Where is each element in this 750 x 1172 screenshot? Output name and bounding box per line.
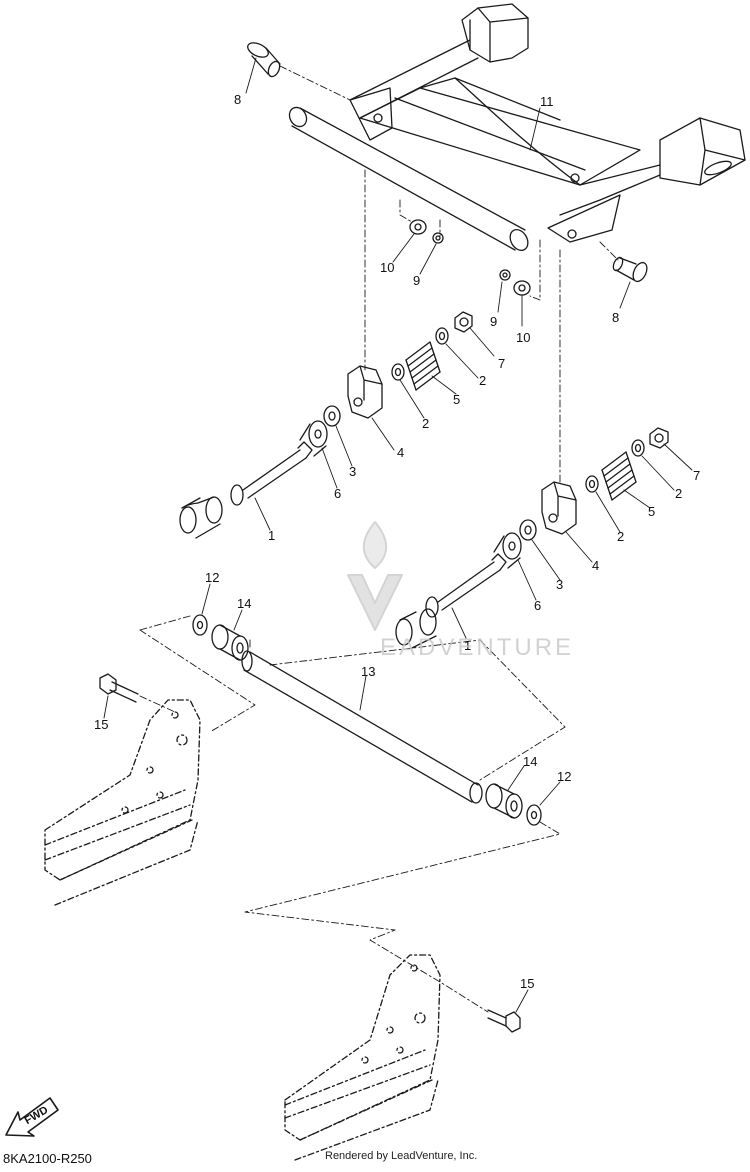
bushing-6-upper xyxy=(299,420,328,457)
callout-15-left: 15 xyxy=(94,717,108,732)
spring-5-upper xyxy=(405,341,441,391)
pin-right xyxy=(612,256,648,283)
callout-7-upper: 7 xyxy=(498,356,505,371)
assembly-guide-lines xyxy=(139,65,619,1013)
callout-6-lower: 6 xyxy=(534,598,541,613)
callout-9-right: 9 xyxy=(490,314,497,329)
washer-2-lower-b xyxy=(585,475,599,493)
clip-9-left xyxy=(432,232,444,244)
callout-10-right: 10 xyxy=(516,330,530,345)
watermark-text: EADVENTURE xyxy=(380,634,575,661)
callout-2-upper-b: 2 xyxy=(422,416,429,431)
callout-8-right: 8 xyxy=(612,310,619,325)
watermark-logo xyxy=(347,521,403,631)
washer-12-left xyxy=(192,614,208,636)
callout-13: 13 xyxy=(361,664,375,679)
cross-shaft-13 xyxy=(241,650,483,804)
leader-lines xyxy=(103,57,693,1013)
callout-labels: 8 11 10 9 9 10 8 7 2 5 2 4 3 6 1 7 2 5 2… xyxy=(94,92,700,991)
swing-arm-frame xyxy=(288,3,746,251)
callout-3-lower: 3 xyxy=(556,577,563,592)
clip-9-right xyxy=(499,269,511,281)
nut-7-upper xyxy=(454,311,473,333)
bolt-15-right xyxy=(487,1009,521,1033)
block-4-upper xyxy=(347,365,383,419)
bolt-15-left xyxy=(99,673,139,703)
callout-14-left: 14 xyxy=(237,596,251,611)
callout-4-lower: 4 xyxy=(592,558,599,573)
callout-9-left: 9 xyxy=(413,273,420,288)
callout-6-upper: 6 xyxy=(334,486,341,501)
callout-5-upper: 5 xyxy=(453,392,460,407)
washer-3-upper xyxy=(323,405,341,427)
callout-8-upper: 8 xyxy=(234,92,241,107)
nut-7-lower xyxy=(649,427,669,449)
washer-2-upper-a xyxy=(435,327,449,345)
callout-2-lower-b: 2 xyxy=(617,529,624,544)
diagram-code: 8KA2100-R250 xyxy=(3,1151,92,1166)
bushing-6-lower xyxy=(493,532,522,569)
washer-2-upper-b xyxy=(391,363,405,381)
callout-5-lower: 5 xyxy=(648,504,655,519)
bushing-14-left xyxy=(211,624,249,661)
callout-1-lower: 1 xyxy=(464,638,471,653)
callout-12-left: 12 xyxy=(205,570,219,585)
callout-7-lower: 7 xyxy=(693,468,700,483)
callout-1-upper: 1 xyxy=(268,528,275,543)
render-credit: Rendered by LeadVenture, Inc. xyxy=(325,1150,478,1162)
washer-2-lower-a xyxy=(631,439,645,457)
side-rail-right xyxy=(284,954,441,1161)
callout-4-upper: 4 xyxy=(397,445,404,460)
washer-10-left xyxy=(409,219,427,235)
bushing-14-right xyxy=(485,783,523,819)
callout-11: 11 xyxy=(540,94,554,109)
side-rail-left xyxy=(44,699,201,906)
block-4-lower xyxy=(541,481,577,535)
callout-12-right: 12 xyxy=(557,769,571,784)
spring-5-lower xyxy=(601,451,637,501)
fwd-arrow-icon xyxy=(5,1097,59,1137)
callout-15-right: 15 xyxy=(520,976,534,991)
callout-2-lower-a: 2 xyxy=(675,486,682,501)
washer-12-right xyxy=(526,804,542,826)
pin-upper-left xyxy=(247,42,281,78)
washer-3-lower xyxy=(519,519,537,541)
washer-10-right xyxy=(513,280,531,296)
shaft-1-lower xyxy=(395,553,507,649)
callout-3-upper: 3 xyxy=(349,464,356,479)
callout-10-left: 10 xyxy=(380,260,394,275)
shaft-1-upper xyxy=(179,441,313,539)
callout-14-right: 14 xyxy=(523,754,537,769)
callout-2-upper-a: 2 xyxy=(479,373,486,388)
